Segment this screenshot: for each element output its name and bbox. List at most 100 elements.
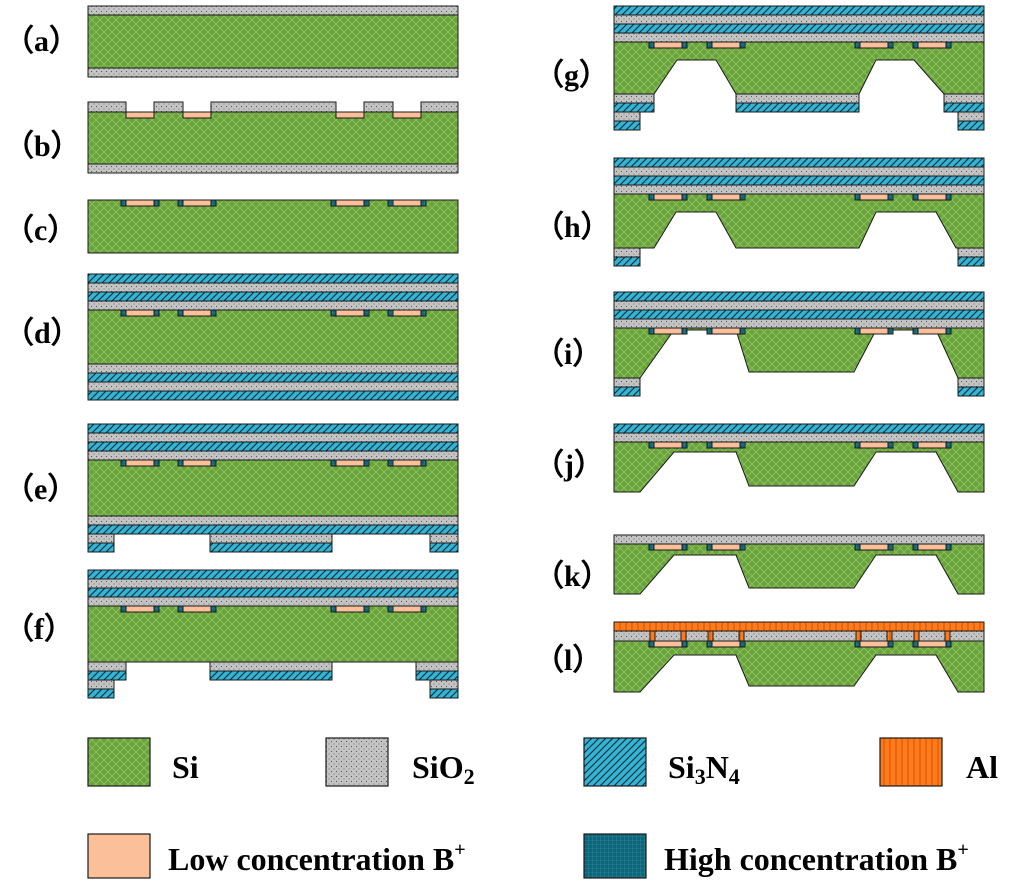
low-doped-region (335, 459, 365, 467)
si3n4-bottom (613, 256, 641, 267)
sio2-window (860, 630, 888, 642)
low-doped-region (917, 327, 947, 335)
si3n4-bottom (957, 256, 985, 267)
legend-text: N (706, 749, 729, 785)
silicon-wafer (87, 199, 459, 254)
step-label: （b） (4, 129, 81, 163)
sio2-bottom (957, 377, 985, 388)
legend-label-si: Si (172, 749, 199, 785)
bottom-si3n4 (87, 524, 459, 535)
top-sio2 (613, 318, 985, 329)
high-doped-contact (210, 605, 217, 613)
legend-swatch-si3n4 (583, 737, 647, 787)
low-doped-region (653, 640, 683, 648)
bottom-mask-sio2 (209, 661, 333, 672)
aluminum-contact (707, 630, 714, 642)
low-doped-region (335, 605, 365, 613)
low-doped-region (711, 41, 741, 49)
high-doped-contact (153, 199, 160, 207)
subscript: 4 (729, 764, 740, 789)
step-label: （k） (534, 559, 611, 593)
top-sio2 (613, 534, 985, 545)
high-doped-contact (363, 309, 370, 317)
superscript: + (454, 839, 465, 861)
low-doped-region (335, 111, 365, 119)
legend-label-al: Al (966, 749, 998, 785)
legend-label-low-b: Low concentration B+ (168, 839, 466, 877)
legend-text: Low concentration B (168, 841, 454, 877)
legend-swatch-al (879, 737, 943, 787)
low-doped-region (335, 199, 365, 207)
silicon-membrane (613, 543, 985, 595)
legend-swatch-high-b (583, 833, 647, 879)
top-si3n4 (87, 291, 459, 302)
cross-sections (87, 5, 985, 699)
top-si3n4 (613, 175, 985, 186)
sio2-bottom (613, 247, 641, 258)
high-doped-contact (945, 441, 952, 449)
high-doped-contact (330, 605, 337, 613)
legend-text: Al (966, 749, 998, 785)
low-doped-region (392, 605, 422, 613)
high-doped-contact (177, 309, 184, 317)
bottom-mask-si3n4 (209, 670, 333, 681)
aluminum-contact (680, 630, 687, 642)
high-doped-contact (854, 640, 861, 648)
low-doped-region (711, 441, 741, 449)
low-doped-region (653, 543, 683, 551)
high-doped-contact (912, 193, 919, 201)
silicon-wafer (87, 605, 459, 663)
si3n4-bottom (943, 102, 985, 113)
high-doped-contact (912, 327, 919, 335)
step-label: （d） (4, 316, 81, 350)
high-doped-contact (706, 193, 713, 201)
high-doped-contact (854, 41, 861, 49)
sio2-mask (87, 101, 127, 113)
high-doped-contact (912, 41, 919, 49)
legend-swatch-si (87, 737, 151, 787)
low-doped-region (653, 193, 683, 201)
legend-text: Si (172, 749, 199, 785)
silicon-membrane (613, 441, 985, 493)
step-label: （c） (4, 213, 77, 247)
high-doped-contact (945, 543, 952, 551)
top-sio2 (613, 184, 985, 195)
silicon-membrane (613, 327, 985, 379)
top-sio2 (613, 32, 985, 43)
legend-label-si3n4: Si3N4 (668, 749, 740, 789)
high-doped-contact (706, 327, 713, 335)
top-si3n4 (613, 5, 985, 16)
low-doped-region (653, 327, 683, 335)
high-doped-contact (681, 327, 688, 335)
low-doped-region (917, 441, 947, 449)
low-doped-region (711, 543, 741, 551)
high-doped-contact (887, 41, 894, 49)
legend-swatch-low-b (87, 833, 151, 879)
step-label: （l） (534, 643, 602, 677)
si3n4-bottom (429, 688, 459, 699)
high-doped-contact (120, 605, 127, 613)
low-doped-region (392, 199, 422, 207)
high-doped-contact (210, 199, 217, 207)
bottom-mask-si3n4 (429, 542, 459, 553)
high-doped-contact (739, 41, 746, 49)
high-doped-contact (387, 605, 394, 613)
bottom-sio2 (87, 515, 459, 526)
low-doped-region (125, 605, 155, 613)
top-sio2 (87, 596, 459, 607)
low-doped-region (917, 193, 947, 201)
low-doped-region (392, 111, 422, 119)
high-doped-contact (330, 199, 337, 207)
top-sio2 (613, 300, 985, 311)
si3n4-bottom (87, 670, 127, 681)
low-doped-region (859, 193, 889, 201)
high-doped-contact (210, 309, 217, 317)
low-doped-region (182, 605, 212, 613)
high-doped-contact (739, 640, 746, 648)
sio2-window (654, 630, 682, 642)
high-doped-contact (887, 640, 894, 648)
sio2-bottom (429, 679, 459, 690)
bottom-mask-sio2 (209, 533, 333, 544)
sio2-bottom (943, 93, 985, 104)
aluminum-contact (738, 630, 745, 642)
